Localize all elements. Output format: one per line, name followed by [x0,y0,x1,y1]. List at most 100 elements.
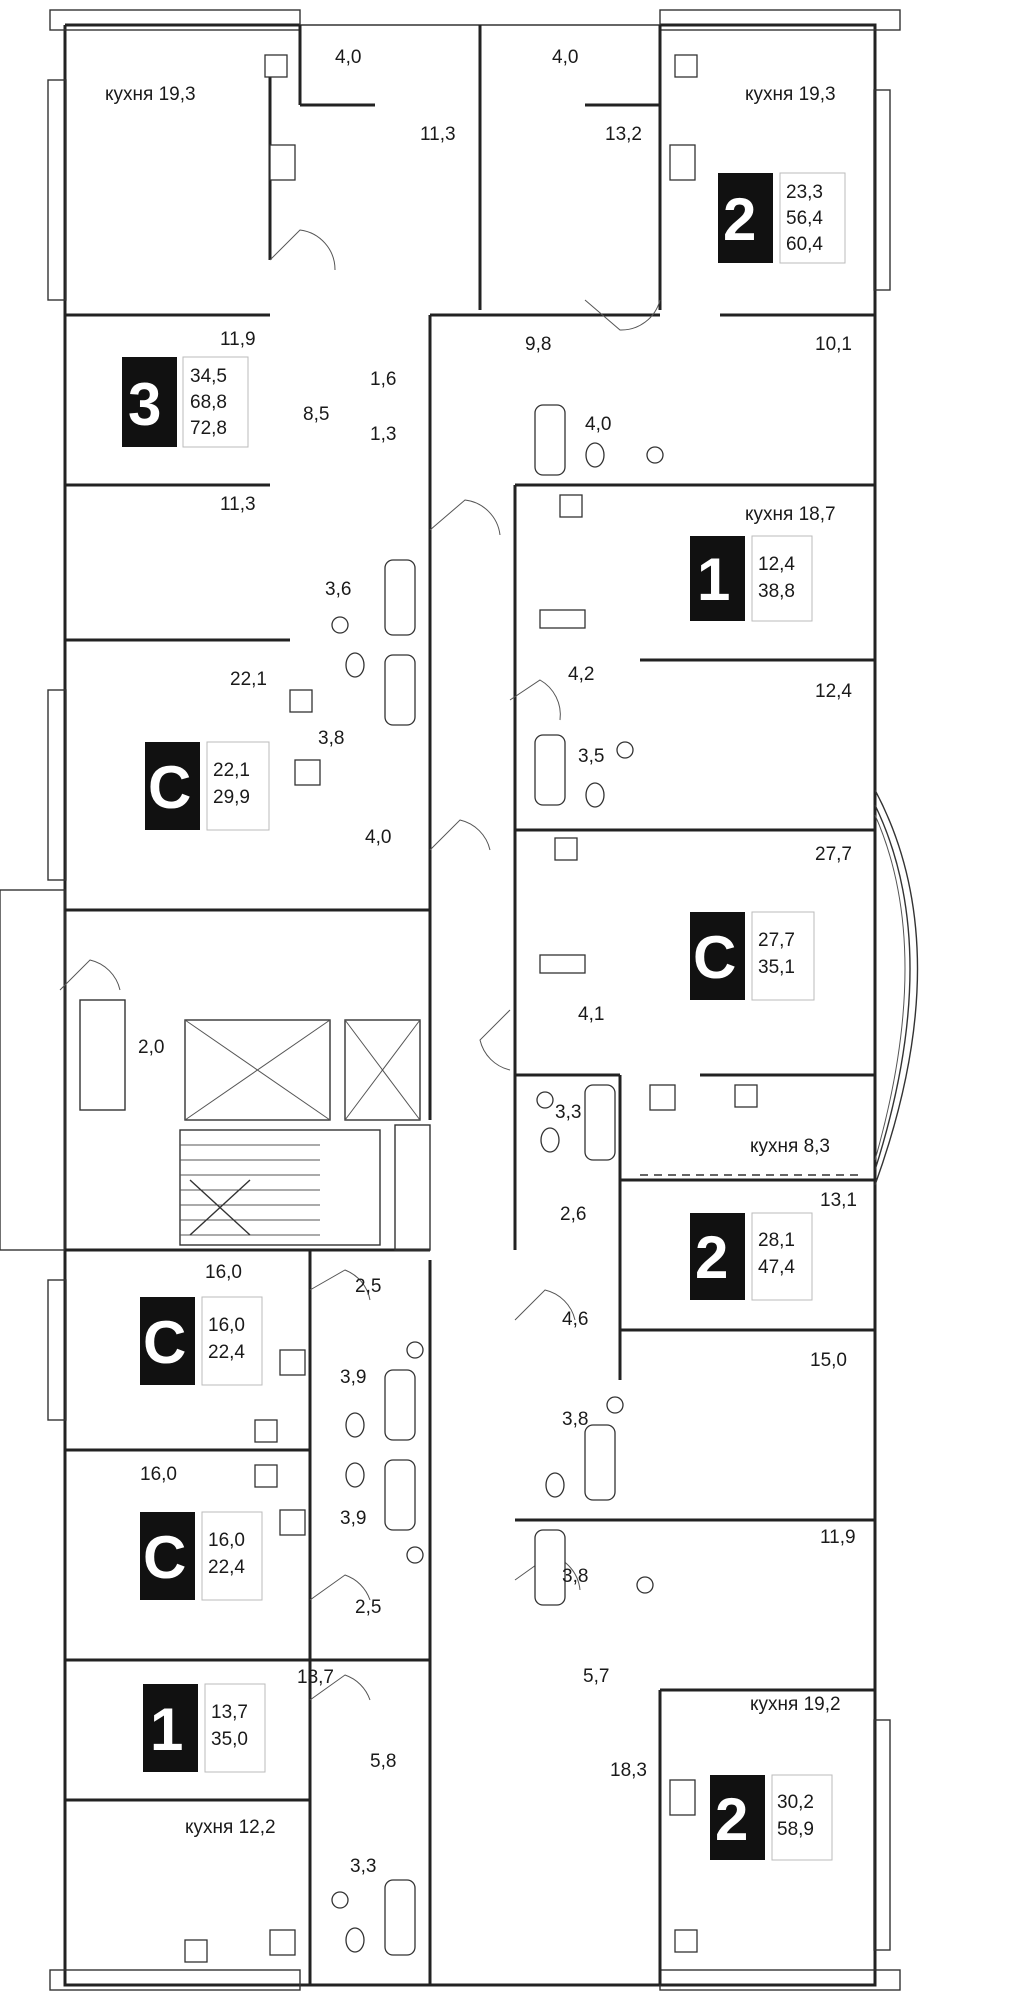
apartment-badge-2: 2 28,1 47,4 [690,1212,813,1301]
stove-icon [254,1419,278,1443]
bathtub-icon [584,1084,616,1161]
room-labels: 4,0 4,0 кухня 19,3 кухня 19,3 11,3 13,2 … [105,47,857,1877]
room-area: 2,5 [355,1597,381,1618]
room-area: 8,5 [303,404,329,425]
door-swings [59,229,661,1701]
apartment-type: 2 [695,1224,728,1291]
counter [294,759,321,786]
room-area: 3,6 [325,579,351,600]
apartment-badge-1: 1 13,7 35,0 [143,1683,266,1773]
room-area: 13,1 [820,1190,857,1211]
room-area: 4,0 [365,827,391,848]
room-area: 16,0 [140,1464,177,1485]
toilet-icon [345,1412,365,1438]
apartment-type: C [143,1309,186,1376]
room-area: 3,8 [318,728,344,749]
bathtub-icon [384,1459,416,1531]
room-area: 11,9 [820,1527,856,1548]
toilet-icon [345,1927,365,1953]
apartment-badge-2: 2 30,2 58,9 [710,1774,833,1861]
bathtub-icon [534,404,566,476]
apartment-badge-2: 2 23,3 56,4 60,4 [718,172,846,264]
apartment-type: C [148,754,191,821]
toilet-icon [345,652,365,678]
apartment-badge-studio: C 16,0 22,4 [140,1511,263,1601]
room-area: 3,9 [340,1367,366,1388]
apartment-total-area: 22,4 [208,1557,245,1578]
sink-icon [406,1341,424,1359]
sink-icon [331,1891,349,1909]
room-area: 2,0 [138,1037,164,1058]
apartment-total-area: 58,9 [777,1819,814,1840]
counter [539,609,586,629]
counter [269,1929,296,1956]
apartment-badge-1: 1 12,4 38,8 [690,535,813,622]
stove-icon [264,54,288,78]
toilet-icon [585,442,605,468]
apartment-type: 2 [715,1786,748,1853]
counter [279,1509,306,1536]
toilet-icon [345,1462,365,1488]
room-area: 3,8 [562,1566,588,1587]
room-area-kitchen: кухня 18,7 [745,504,836,525]
room-area: 5,7 [583,1666,609,1687]
stove-icon [184,1939,208,1963]
apartment-type: C [693,924,736,991]
sink-icon [536,1091,554,1109]
stove-icon [674,1929,698,1953]
apartment-living-area: 22,1 [213,760,250,781]
apartment-living-area: 27,7 [758,930,795,951]
room-area: 11,3 [420,124,456,145]
room-area: 27,7 [815,844,852,865]
apartment-type: 1 [150,1696,183,1763]
sink-icon [331,616,349,634]
bathtub-icon [384,1369,416,1441]
room-area: 4,6 [562,1309,588,1330]
room-area: 1,3 [370,424,396,445]
bathtub-icon [384,1879,416,1956]
room-area-kitchen-top-left: кухня 19,3 [105,84,196,105]
toilet-icon [585,782,605,808]
apartment-total-area: 29,9 [213,787,250,808]
apartment-type: 3 [128,371,161,438]
apartment-living-area: 30,2 [777,1792,814,1813]
bathtub-icon [384,654,416,726]
stove-icon [674,54,698,78]
sink-icon [646,446,664,464]
apartment-total-area: 56,4 [786,208,823,229]
room-area: 10,1 [815,334,852,355]
apartment-living-area: 23,3 [786,182,823,203]
fixtures [184,54,758,1963]
room-area: 4,2 [568,664,594,685]
stove-icon [554,837,578,861]
apartment-living-area: 16,0 [208,1530,245,1551]
apartment-living-area: 13,7 [211,1702,248,1723]
apartment-type: C [143,1524,186,1591]
counter [539,954,586,974]
apartment-badge-studio: C 27,7 35,1 [690,911,815,1001]
room-area-kitchen: кухня 8,3 [750,1136,830,1157]
bathtub-icon [534,734,566,806]
room-area: 2,6 [560,1204,586,1225]
bay-window [874,789,919,1186]
apartment-total-area: 47,4 [758,1257,795,1278]
stove-icon [559,494,583,518]
apartment-total-area: 35,1 [758,957,795,978]
apartment-type: 2 [723,186,756,253]
bathtub-icon [384,559,416,636]
room-area: 1,6 [370,369,396,390]
room-area-balcony-right: 4,0 [552,47,578,68]
stove-icon [289,689,313,713]
sink-icon [616,741,634,759]
toilet-icon [545,1472,565,1498]
room-area: 12,4 [815,681,852,702]
apartment-living-area: 34,5 [190,366,227,387]
room-area-kitchen: кухня 19,2 [750,1694,841,1715]
room-area: 4,1 [578,1004,604,1025]
room-area: 13,2 [605,124,642,145]
apartment-living-area: 28,1 [758,1230,795,1251]
apartment-badges: 3 34,5 68,8 72,8 2 23,3 56,4 60,4 1 12,4… [122,172,846,1861]
apartment-living-area: 12,4 [758,554,795,575]
counter [279,1349,306,1376]
apartment-badge-studio: C 22,1 29,9 [145,741,270,831]
